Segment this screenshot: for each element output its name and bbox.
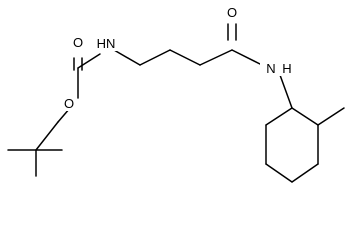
svg-text:H: H [97,36,106,51]
atom-carbamate-o-ester: O [62,95,76,111]
svg-text:O: O [227,5,237,20]
atom-carbamate-o-double: O [71,34,85,50]
svg-text:N: N [106,36,115,51]
svg-text:N: N [266,61,275,76]
svg-text:H: H [282,61,291,76]
methylcyclohexyl-ring [265,74,345,183]
svg-text:O: O [64,96,74,111]
atom-carbamate-nh: H N [97,35,123,51]
svg-text:O: O [73,35,83,50]
carbamate-group [57,53,101,123]
tert-butyl-group [7,121,63,177]
atom-amide-nh: N H [260,60,292,76]
atom-amide-o: O [225,4,239,20]
butanamide-chain [113,23,263,66]
chemical-structure: O H N O O N H [7,4,345,183]
